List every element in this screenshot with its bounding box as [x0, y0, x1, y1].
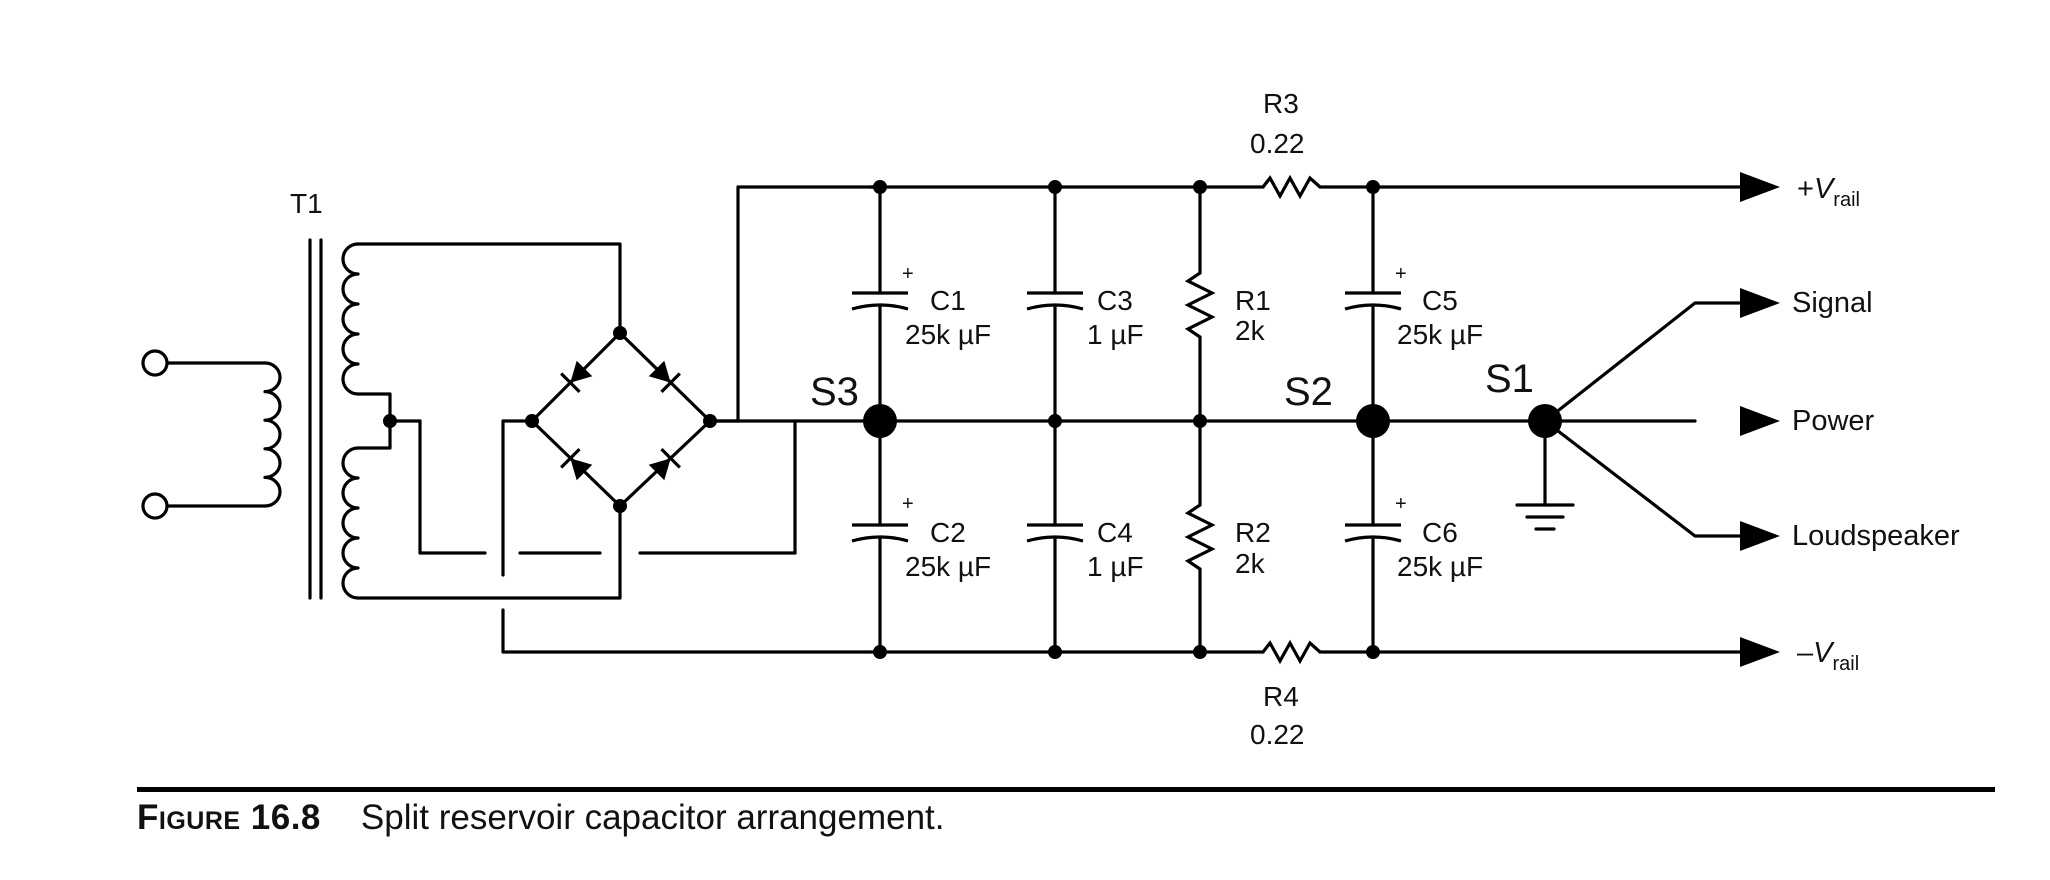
r2-value: 2k: [1235, 548, 1266, 579]
caption-text: Split reservoir capacitor arrangement.: [360, 798, 945, 837]
r2-name: R2: [1235, 517, 1271, 548]
output-arrows: [1740, 172, 1780, 667]
capacitor-c5: [1344, 185, 1402, 423]
capacitor-c4: [1026, 419, 1084, 654]
r1-name: R1: [1235, 285, 1271, 316]
c4-value: 1 µF: [1087, 551, 1144, 582]
c6-value: 25k µF: [1397, 551, 1483, 582]
capacitor-c2: [851, 419, 909, 654]
loudspeaker-label: Loudspeaker: [1792, 520, 1960, 552]
resistor-r2: [1184, 419, 1216, 654]
c2-plus: +: [902, 493, 914, 515]
s1-label: S1: [1485, 357, 1534, 401]
c1-name: C1: [930, 285, 966, 316]
c5-plus: +: [1395, 263, 1407, 285]
power-arrow-icon: [1740, 406, 1780, 436]
power-label: Power: [1792, 405, 1875, 437]
c2-value: 25k µF: [905, 551, 991, 582]
signal-label: Signal: [1792, 287, 1873, 319]
capacitor-c3: [1026, 185, 1084, 423]
capacitor-c1: [851, 185, 909, 423]
resistor-r4: [1261, 639, 1322, 665]
figure-number: Figure 16.8: [137, 798, 321, 837]
input-terminals: [141, 349, 267, 520]
r3-value: 0.22: [1250, 128, 1305, 159]
c1-plus: +: [902, 263, 914, 285]
r4-name: R4: [1263, 681, 1299, 712]
caption-rule: [137, 787, 1995, 792]
loudspeaker-arrow-icon: [1740, 521, 1780, 551]
c2-name: C2: [930, 517, 966, 548]
s2-label: S2: [1284, 370, 1333, 414]
vrail-neg-label: –Vrail: [1797, 637, 1859, 675]
s3-label: S3: [810, 370, 859, 414]
bridge-rectifier: [501, 185, 882, 654]
vrail-pos-arrow-icon: [1740, 172, 1780, 202]
c5-value: 25k µF: [1397, 319, 1483, 350]
c5-name: C5: [1422, 285, 1458, 316]
t1-label: T1: [290, 188, 323, 219]
signal-arrow-icon: [1740, 288, 1780, 318]
star-point-s2: [1356, 404, 1390, 438]
c1-value: 25k µF: [905, 319, 991, 350]
r1-value: 2k: [1235, 315, 1266, 346]
vrail-neg-arrow-icon: [1740, 637, 1780, 667]
c6-plus: +: [1395, 493, 1407, 515]
star-point-s3: [863, 404, 897, 438]
resistor-r1: [1184, 185, 1216, 423]
c3-name: C3: [1097, 285, 1133, 316]
rails: [793, 185, 1762, 654]
figure-caption: Figure 16.8 Split reservoir capacitor arr…: [137, 796, 945, 840]
r3-name: R3: [1263, 88, 1299, 119]
c6-name: C6: [1422, 517, 1458, 548]
vrail-pos-label: +Vrail: [1797, 173, 1860, 211]
ground-symbol: [1515, 419, 1575, 531]
s1-fanout: [1543, 301, 1762, 538]
c4-name: C4: [1097, 517, 1133, 548]
resistor-r3: [1261, 174, 1322, 200]
capacitor-c6: [1344, 419, 1402, 654]
r4-value: 0.22: [1250, 719, 1305, 750]
c3-value: 1 µF: [1087, 319, 1144, 350]
